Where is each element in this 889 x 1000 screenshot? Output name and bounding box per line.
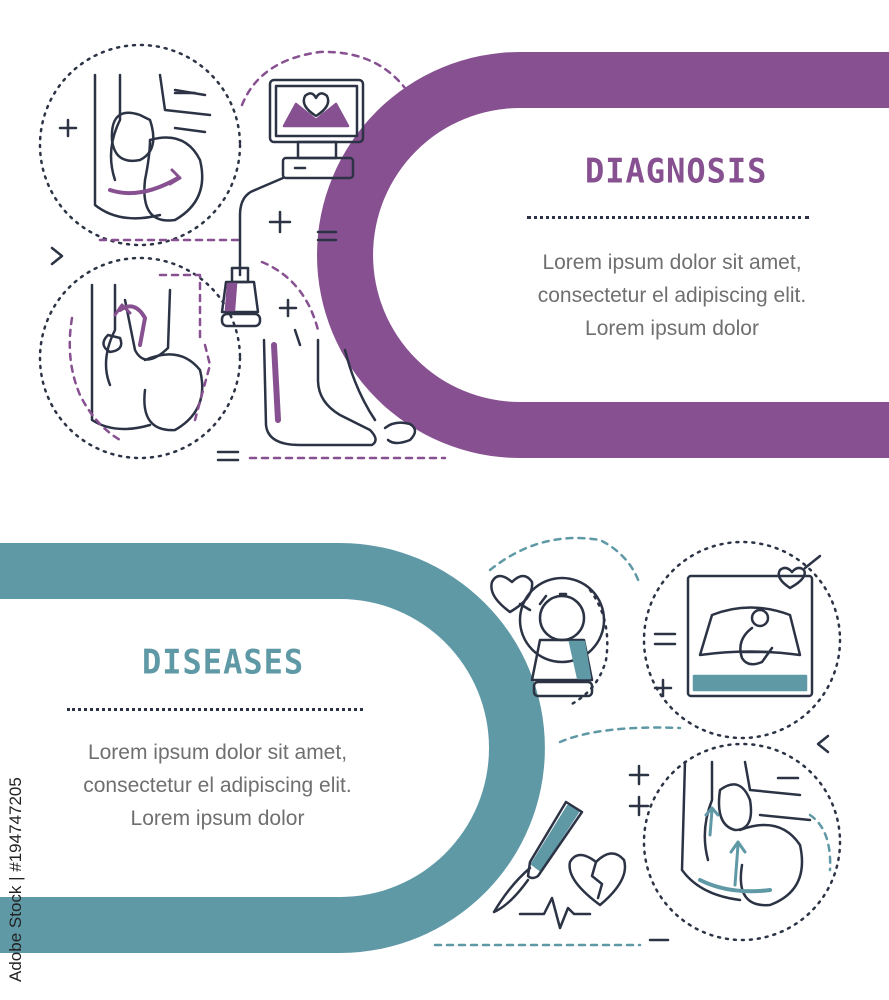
text-line: Lorem ipsum dolor	[130, 807, 305, 830]
dotted-circle-heart-1	[38, 43, 242, 247]
dotted-circle-heart-2	[38, 256, 242, 460]
dotted-divider	[67, 708, 363, 711]
ultrasound-monitor-icon	[238, 78, 365, 277]
banner-title-diagnosis: DIAGNOSIS	[585, 151, 768, 191]
dotted-circle-fetal	[642, 540, 842, 740]
scalpel-icon	[492, 800, 584, 914]
broken-heart-icon	[518, 852, 627, 930]
stock-credit: Adobe Stock | #194747205	[6, 777, 25, 982]
leg-vein-icon	[262, 328, 417, 447]
banner-text-diseases: Lorem ipsum dolor sit amet, consectetur …	[40, 736, 395, 835]
diagnosis-illustration	[38, 43, 447, 462]
banner-title-diseases: DISEASES	[142, 642, 305, 682]
diseases-illustration	[433, 536, 842, 947]
mri-scanner-icon	[518, 576, 606, 698]
purple-banner-ring	[317, 52, 889, 458]
text-line: consectetur el adipiscing elit.	[83, 774, 352, 797]
heart-valve-icon	[68, 273, 212, 442]
dotted-circle-heart-3	[642, 742, 842, 942]
ultrasound-probe-icon	[220, 266, 262, 328]
text-line: Lorem ipsum dolor sit amet,	[87, 741, 348, 764]
dotted-divider	[527, 216, 809, 219]
heart-icon	[490, 574, 534, 614]
text-line: Lorem ipsum dolor	[585, 317, 759, 340]
banner-text-diagnosis: Lorem ipsum dolor sit amet, consectetur …	[497, 246, 847, 345]
heart-anatomy-icon	[93, 73, 212, 222]
text-line: consectetur el adipiscing elit.	[537, 284, 807, 307]
fetal-ultrasound-icon	[686, 554, 822, 698]
text-line: Lorem ipsum dolor sit amet,	[542, 251, 802, 274]
teal-banner-ring	[0, 543, 545, 953]
heart-anatomy-icon-2	[680, 760, 832, 907]
